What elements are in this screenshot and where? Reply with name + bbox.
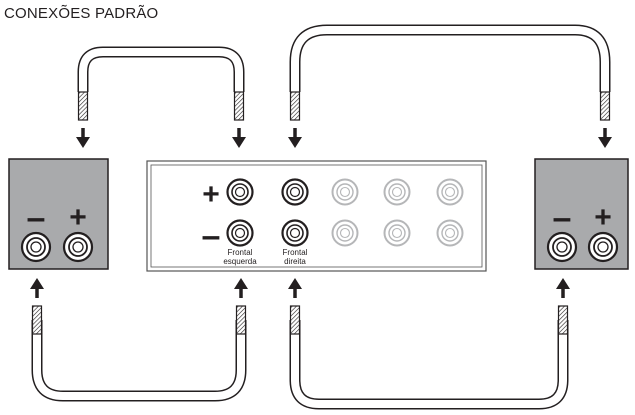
diagram-title: CONEXÕES PADRÃO: [4, 5, 159, 22]
unused-terminal: [331, 219, 359, 247]
right-speaker-positive-terminal: [587, 231, 619, 263]
right-speaker: – +: [534, 158, 629, 270]
arrow-down-icon: [74, 126, 92, 150]
wire-tip: [557, 305, 569, 335]
arrow-down-icon: [286, 126, 304, 150]
wire-bottom-right: [289, 320, 569, 410]
panel-plus-sign: +: [202, 178, 220, 211]
right-speaker-minus-sign: –: [553, 199, 572, 237]
wire-tip: [235, 305, 247, 335]
left-speaker-plus-sign: +: [69, 201, 87, 234]
right-speaker-negative-terminal: [546, 231, 578, 263]
right-speaker-plus-sign: +: [594, 201, 612, 234]
wire-tip: [289, 305, 301, 335]
arrow-down-icon: [596, 126, 614, 150]
front-right-negative-terminal: [281, 219, 309, 247]
wire-top-left: [77, 46, 245, 92]
panel-minus-sign: –: [202, 217, 221, 255]
front-left-positive-terminal: [226, 178, 254, 206]
arrow-down-icon: [230, 126, 248, 150]
unused-terminal: [331, 178, 359, 206]
wire-bottom-left: [31, 320, 247, 402]
wire-tip: [289, 91, 301, 121]
wire-tip: [599, 91, 611, 121]
left-speaker-negative-terminal: [20, 231, 52, 263]
arrow-up-icon: [232, 276, 250, 300]
left-speaker-minus-sign: –: [27, 199, 46, 237]
wire-tip: [77, 91, 89, 121]
unused-terminal: [383, 219, 411, 247]
front-left-negative-terminal: [226, 219, 254, 247]
wire-tip: [233, 91, 245, 121]
wire-top-right: [289, 24, 611, 92]
arrow-up-icon: [286, 276, 304, 300]
unused-terminal: [436, 178, 464, 206]
unused-terminal: [436, 219, 464, 247]
unused-terminal: [383, 178, 411, 206]
left-speaker: – +: [8, 158, 109, 270]
front-right-positive-terminal: [281, 178, 309, 206]
arrow-up-icon: [554, 276, 572, 300]
arrow-up-icon: [28, 276, 46, 300]
wire-tip: [31, 305, 43, 335]
left-speaker-positive-terminal: [62, 231, 94, 263]
